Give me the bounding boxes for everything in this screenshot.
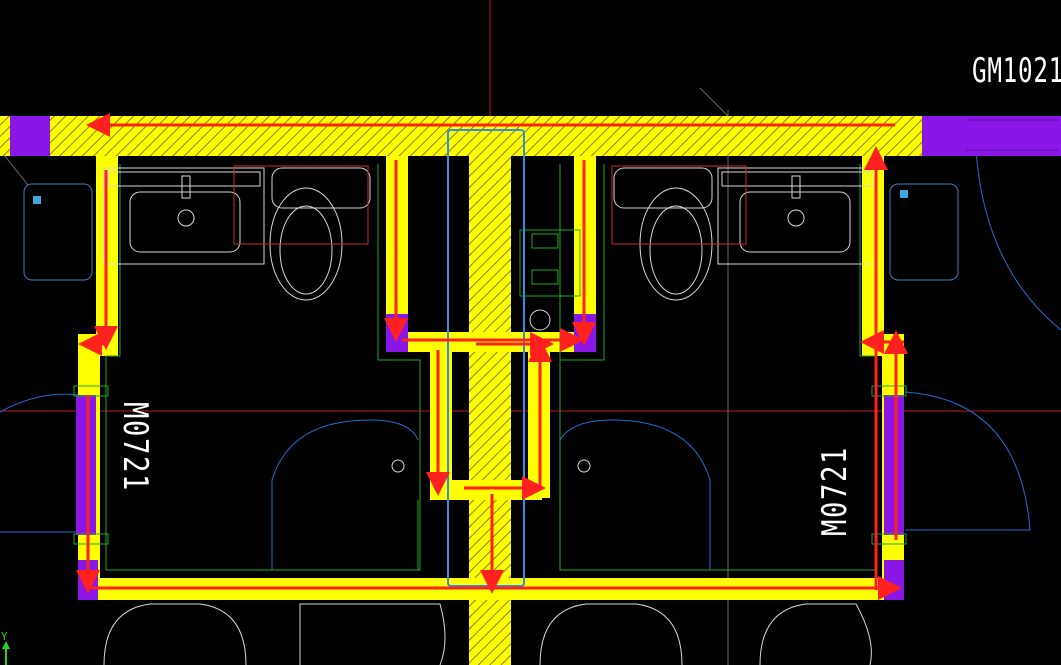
pipe-fixture: [519, 229, 581, 331]
door-label-right: M0721: [815, 446, 855, 536]
bottom-furniture: [103, 603, 872, 665]
door-frames: [73, 385, 907, 545]
top-left-door-opening: [10, 116, 50, 156]
flow-arrows: [76, 113, 908, 600]
shower-left: [271, 419, 419, 570]
toilet-tags: [233, 165, 747, 245]
ucs-axis-icon: Y: [1, 630, 10, 665]
sink-right: [717, 167, 877, 265]
top-right-window-hatch: [966, 119, 1058, 151]
door-label-left: M0721: [115, 402, 155, 492]
top-right-door-opening: [922, 116, 962, 156]
top-wall: [0, 116, 962, 156]
sink-left: [103, 167, 265, 265]
side-items: [23, 183, 959, 281]
toilet-right: [613, 167, 713, 301]
toilet-left: [269, 167, 371, 301]
ucs-axis-y-label: Y: [1, 630, 8, 643]
shower-right: [559, 419, 711, 570]
door-label-gm1021: GM1021: [972, 51, 1061, 91]
top-wall-right-segment: [962, 116, 1061, 156]
side-item-tags: [33, 190, 908, 204]
